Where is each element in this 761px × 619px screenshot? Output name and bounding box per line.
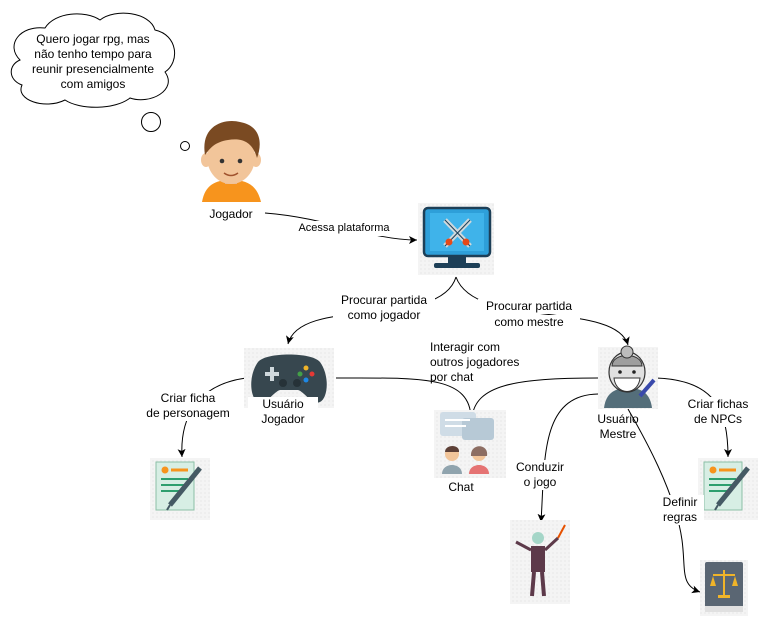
edge-criar-ficha-label-2: de personagem (140, 406, 236, 421)
edge-procurar-mestre (455, 276, 630, 346)
node-usuario-mestre-label-1: Usuário (597, 412, 639, 426)
boy-avatar-icon (201, 120, 261, 202)
edge-definir-label-1: Definir (656, 495, 704, 510)
chat-people-icon (434, 410, 506, 478)
edge-interagir-label-3: por chat (430, 370, 474, 384)
edge-criar-ficha-label-1: Criar ficha (140, 391, 236, 406)
edge-procurar-jogador-label-2: como jogador (333, 308, 435, 323)
master-avatar-icon (598, 345, 658, 409)
conductor-figure-icon (510, 520, 570, 604)
character-sheet-icon (150, 458, 210, 520)
edge-interagir-label-2: outros jogadores (430, 355, 520, 369)
platform-monitor-icon (418, 203, 494, 275)
thought-cloud (10, 12, 190, 151)
edge-conduzir-label-2: o jogo (512, 475, 568, 490)
edge-procurar-jogador-label-1: Procurar partida (333, 293, 435, 308)
edge-interagir-label-1: Interagir com (430, 340, 501, 354)
npc-sheet-icon (698, 458, 758, 520)
edge-conduzir-label-1: Conduzir (512, 460, 568, 475)
edge-procurar-mestre-label-1: Procurar partida (478, 299, 580, 314)
edge-mestre-chat (471, 377, 599, 419)
rules-book-icon (700, 560, 748, 616)
node-jogador-label: Jogador (209, 207, 253, 221)
node-usuario-jogador-label-1: Usuário (248, 397, 318, 412)
node-chat-label: Chat (448, 480, 474, 494)
thought-text: Quero jogar rpg, mas não tenho tempo par… (31, 32, 155, 91)
edge-procurar-mestre-label-2: como mestre (478, 315, 580, 330)
edge-definir-label-2: regras (656, 510, 704, 525)
edge-definir (627, 408, 701, 594)
edge-jogador-chat (335, 377, 475, 419)
node-usuario-jogador-label-2: Jogador (261, 412, 305, 426)
edge-conduzir (537, 393, 599, 523)
edge-acessa-label: Acessa plataforma (292, 221, 396, 236)
edge-criar-npcs-label-1: Criar fichas (680, 397, 756, 412)
node-usuario-mestre-label-2: Mestre (599, 427, 637, 441)
edge-criar-npcs-label-2: de NPCs (680, 412, 756, 427)
